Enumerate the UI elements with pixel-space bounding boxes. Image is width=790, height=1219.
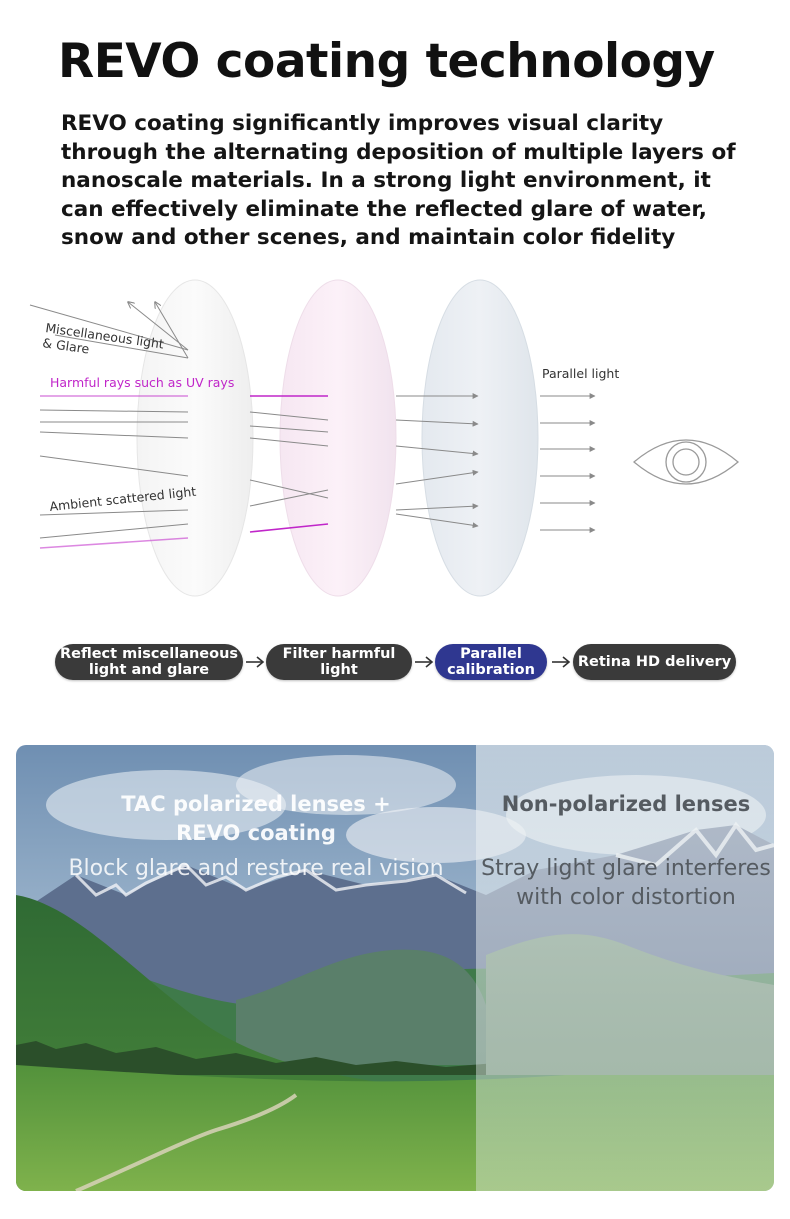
step-retina-hd: Retina HD delivery <box>573 644 736 680</box>
arrow-right-icon <box>552 656 571 668</box>
step-parallel-calibration: Parallel calibration <box>435 644 547 680</box>
page-title: REVO coating technology <box>58 34 715 89</box>
uv-rays <box>39 395 329 549</box>
light-path-diagram: Miscellaneous light & Glare Harmful rays… <box>0 270 790 630</box>
step-filter: Filter harmful light <box>266 644 412 680</box>
lens-3 <box>421 279 539 597</box>
non-polarized-subtitle: Stray light glare interferes with color … <box>481 856 771 910</box>
polarized-title: TAC polarized lenses + REVO coating <box>121 792 391 845</box>
arrow-right-icon <box>246 656 265 668</box>
label-harmful-rays: Harmful rays such as UV rays <box>50 375 234 390</box>
scattered-rays <box>39 393 479 539</box>
label-parallel-light: Parallel light <box>542 366 619 381</box>
parallel-rays <box>540 393 596 533</box>
polarized-subtitle: Block glare and restore real vision <box>68 856 444 881</box>
eye-icon <box>632 439 740 485</box>
non-polarized-haze-overlay <box>476 745 774 1191</box>
lens-1 <box>136 279 254 597</box>
step-reflect: Reflect miscellaneous light and glare <box>55 644 243 680</box>
intro-paragraph: REVO coating significantly improves visu… <box>61 111 736 250</box>
lens-2 <box>279 279 397 597</box>
label-glare: & Glare <box>42 335 91 356</box>
arrow-right-icon <box>415 656 434 668</box>
process-steps: Reflect miscellaneous light and glare Fi… <box>0 640 790 686</box>
lens-comparison-image: TAC polarized lenses + REVO coating Bloc… <box>16 745 774 1191</box>
glare-rays <box>29 302 189 359</box>
non-polarized-title: Non-polarized lenses <box>501 792 751 816</box>
